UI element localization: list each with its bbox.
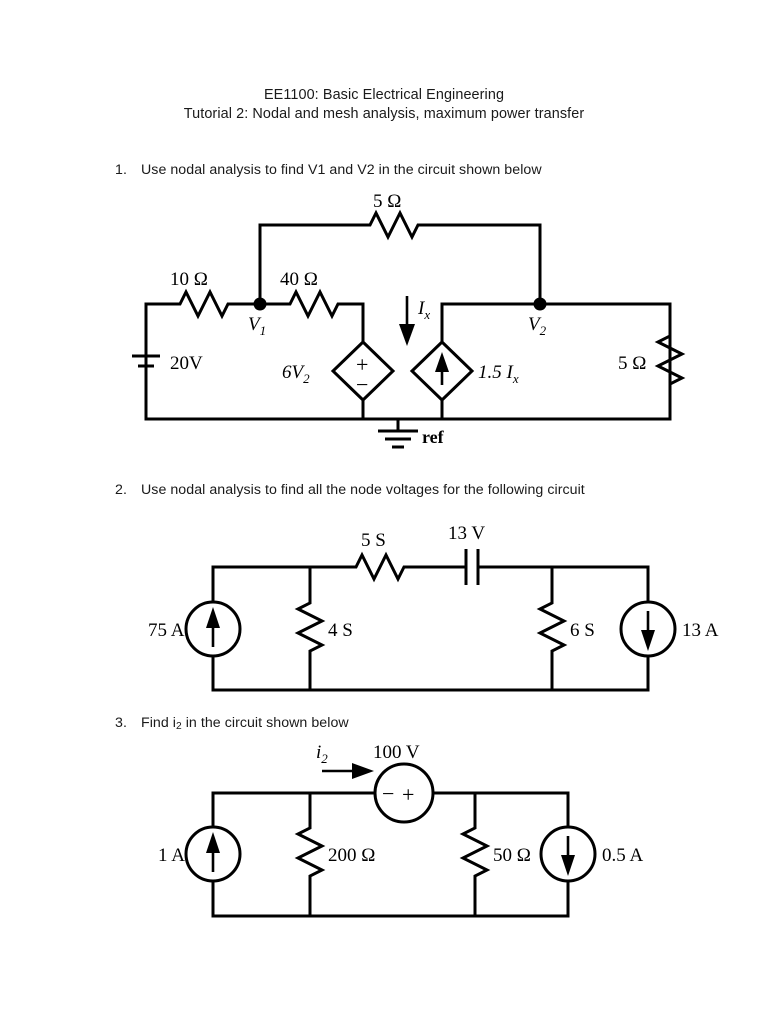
resistor-10-ohm-label: 10 Ω — [170, 269, 208, 290]
circuit-diagram-1: 20V 10 Ω V1 5 Ω 40 Ω — [130, 191, 700, 465]
current-i2-label: i2 — [316, 742, 328, 766]
conductance-4s — [294, 595, 326, 661]
current-source-1a-arrowhead — [206, 832, 220, 853]
resistor-200-ohm — [294, 820, 326, 886]
current-source-75a-label: 75 A — [148, 620, 185, 641]
current-i2-arrow-head — [352, 763, 374, 779]
conductance-4s-label: 4 S — [328, 620, 353, 641]
voltage-source-100v-plus: + — [402, 782, 414, 807]
resistor-10-ohm — [172, 288, 238, 320]
node-v1-label: V1 — [248, 314, 266, 338]
dep-isource-label: 1.5 Ix — [478, 362, 519, 386]
voltage-source-100v-minus: − — [382, 781, 394, 806]
current-source-05a-arrowhead — [561, 855, 575, 876]
problem-1-text: Use nodal analysis to find V1 and V2 in … — [141, 162, 542, 178]
problem-1-number: 1. — [115, 162, 127, 178]
current-source-05a-label: 0.5 A — [602, 845, 643, 866]
circuit-diagram-2: 75 A 4 S 5 S 13 V 6 S 13 A — [130, 523, 719, 705]
voltage-source-100v-label: 100 V — [373, 742, 420, 763]
dep-isource-arrow-head — [435, 352, 449, 372]
circuit-diagram-3: 1 A 200 Ω i2 − + 100 V 50 Ω — [130, 738, 700, 928]
resistor-5-ohm-right — [654, 328, 686, 394]
current-source-75a-arrowhead — [206, 607, 220, 628]
resistor-40-ohm — [282, 288, 348, 320]
resistor-5-ohm-top — [362, 209, 428, 241]
current-source-13a-arrowhead — [641, 630, 655, 651]
document-header: EE1100: Basic Electrical Engineering Tut… — [0, 86, 768, 124]
problem-3-number: 3. — [115, 715, 127, 731]
problem-3-text-tail: in the circuit shown below — [181, 715, 349, 731]
dep-vsource-minus: − — [356, 372, 368, 397]
resistor-40-ohm-label: 40 Ω — [280, 269, 318, 290]
course-title: EE1100: Basic Electrical Engineering — [263, 87, 505, 103]
source-13v-label: 13 V — [448, 523, 485, 544]
conductance-5s-label: 5 S — [361, 530, 386, 551]
resistor-5-ohm-top-label: 5 Ω — [373, 191, 401, 212]
problem-2-text: Use nodal analysis to find all the node … — [141, 482, 585, 498]
conductance-6s-label: 6 S — [570, 620, 595, 641]
current-ix-arrow-head — [399, 324, 415, 346]
resistor-50-ohm-label: 50 Ω — [493, 845, 531, 866]
resistor-5-ohm-right-label: 5 Ω — [618, 353, 646, 374]
problem-3-text-main: Find i — [141, 715, 176, 731]
dep-vsource-plus: + — [356, 352, 368, 377]
current-ix-label: Ix — [417, 298, 430, 322]
problem-3-statement: 3. Find i2 in the circuit shown below — [115, 715, 349, 732]
current-source-13a-label: 13 A — [682, 620, 719, 641]
problem-2-number: 2. — [115, 482, 127, 498]
problem-1-statement: 1. Use nodal analysis to find V1 and V2 i… — [115, 162, 542, 178]
dep-vsource-label: 6V2 — [282, 362, 310, 386]
resistor-200-ohm-label: 200 Ω — [328, 845, 375, 866]
ground-ref-label: ref — [422, 427, 445, 447]
problem-3-text-sub: 2 — [176, 721, 182, 733]
conductance-5s — [348, 551, 414, 583]
current-source-1a-label: 1 A — [158, 845, 185, 866]
problem-2-statement: 2. Use nodal analysis to find all the nod… — [115, 482, 585, 498]
source-20v-label: 20V — [170, 353, 203, 374]
conductance-6s — [536, 595, 568, 661]
node-v2-label: V2 — [528, 314, 547, 338]
resistor-50-ohm — [459, 820, 491, 886]
tutorial-subtitle: Tutorial 2: Nodal and mesh analysis, max… — [183, 106, 585, 122]
